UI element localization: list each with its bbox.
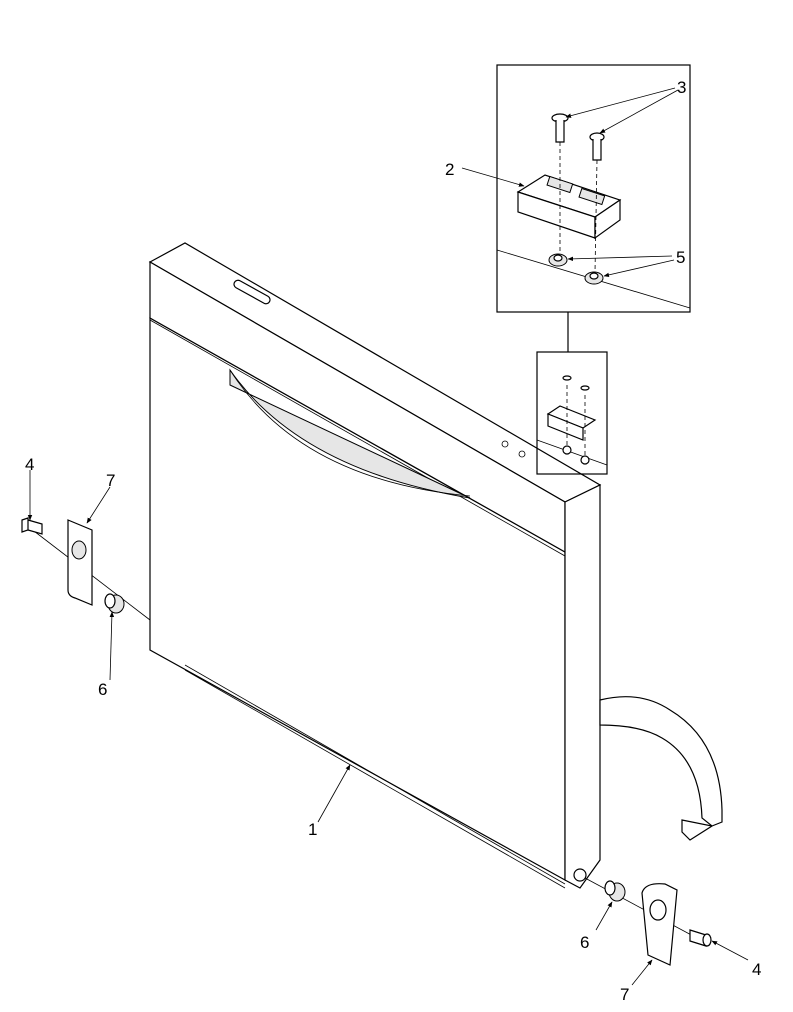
callout-7-right: 7 xyxy=(620,985,629,1004)
callout-4-right: 4 xyxy=(752,960,761,979)
door-handle-recess xyxy=(229,368,471,499)
small-inset-parts xyxy=(546,375,597,465)
left-hinge-parts xyxy=(21,517,151,621)
callout-6-left: 6 xyxy=(98,680,107,699)
door-panel xyxy=(148,242,602,889)
callout-5: 5 xyxy=(676,248,685,267)
callout-6-right: 6 xyxy=(580,933,589,952)
callout-1: 1 xyxy=(308,820,317,839)
callout-4-left: 4 xyxy=(25,455,34,474)
callout-3: 3 xyxy=(677,78,686,97)
screws-part-3 xyxy=(551,113,605,273)
callout-2: 2 xyxy=(445,160,454,179)
nuts-part-5 xyxy=(548,253,604,285)
detail-inset-large xyxy=(496,64,691,313)
callout-7-left: 7 xyxy=(106,471,115,490)
right-hinge-parts xyxy=(584,877,712,966)
hinge-hole xyxy=(573,868,587,882)
door-cable xyxy=(599,696,723,841)
detail-inset-small xyxy=(536,351,608,475)
bracket-part-2 xyxy=(516,174,622,240)
vent-slot xyxy=(233,279,271,305)
leader-lines xyxy=(27,87,749,986)
